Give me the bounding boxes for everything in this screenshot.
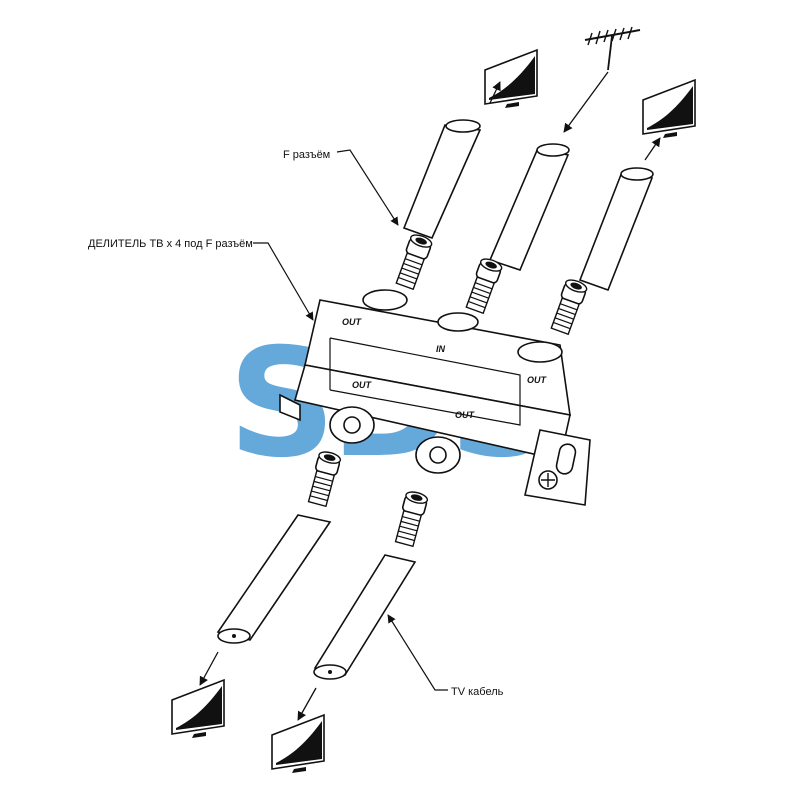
antenna-icon: [584, 26, 641, 71]
coax-cable-icon: [216, 514, 332, 644]
splitter-icon: [279, 289, 591, 506]
coax-cable-icon: [402, 119, 482, 240]
coax-cable-icon: [578, 167, 654, 292]
f-connector-icon: [392, 489, 430, 548]
f-connector-icon: [393, 231, 435, 291]
port-label-out-top-left: OUT: [342, 317, 363, 327]
tv-icon: [171, 679, 225, 739]
coax-cable-icon: [488, 143, 570, 271]
label-f-connector: F разъём: [283, 149, 330, 161]
f-connector-icon: [548, 276, 590, 336]
f-connector-icon: [463, 255, 505, 315]
port-label-out-bottom: OUT: [455, 410, 476, 420]
tv-icon: [271, 714, 325, 774]
label-tv-cable: TV кабель: [451, 686, 504, 698]
arrow: [199, 651, 219, 686]
tv-icon: [484, 49, 538, 109]
port-label-out-right: OUT: [527, 375, 548, 385]
arrow: [563, 71, 609, 133]
arrow: [489, 81, 501, 104]
port-label-out-left: OUT: [352, 380, 373, 390]
tv-icon: [642, 79, 696, 139]
port-label-in: IN: [436, 344, 446, 354]
label-splitter: ДЕЛИТЕЛЬ ТВ х 4 под F разъём: [88, 238, 253, 250]
coax-cable-icon: [313, 554, 417, 680]
arrow: [297, 687, 317, 721]
arrow: [644, 137, 661, 161]
